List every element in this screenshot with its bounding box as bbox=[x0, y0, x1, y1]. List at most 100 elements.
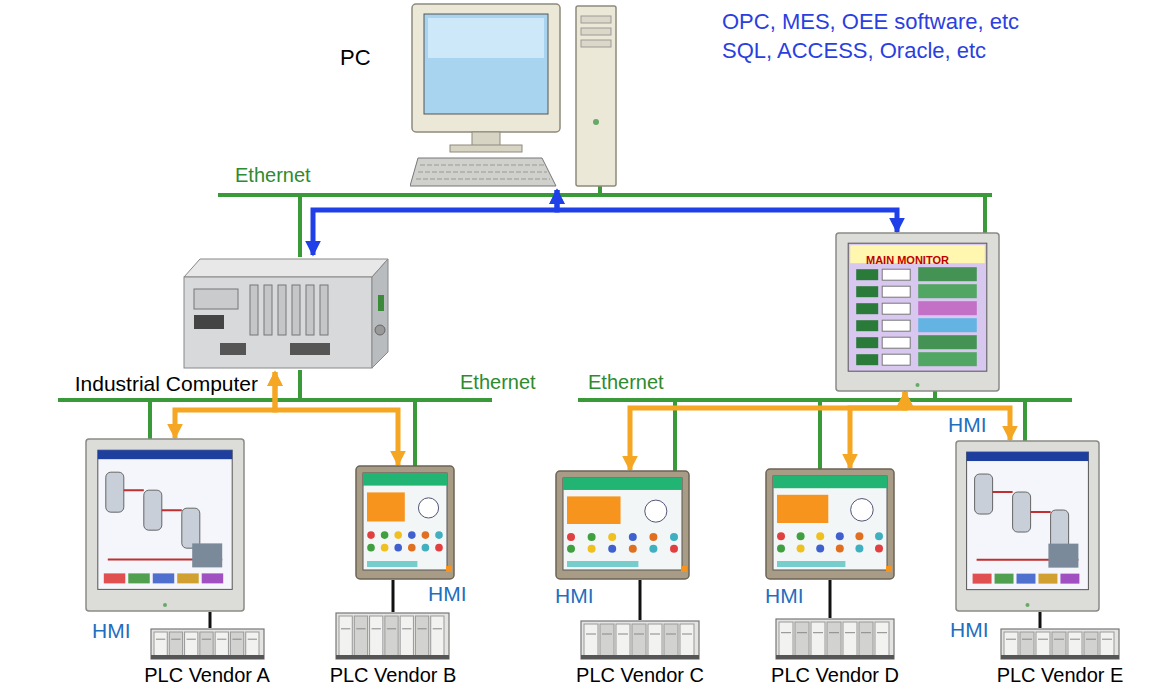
io-module bbox=[827, 622, 841, 656]
rack-rail bbox=[151, 655, 264, 659]
module-line bbox=[666, 634, 676, 635]
cable bbox=[829, 580, 832, 618]
module-line bbox=[845, 632, 855, 633]
cable bbox=[1039, 612, 1042, 628]
key-button bbox=[435, 544, 443, 552]
device-node: HMI bbox=[85, 438, 245, 612]
device-picture bbox=[765, 468, 895, 580]
device-picture bbox=[1000, 628, 1120, 660]
screen-title-bar bbox=[563, 478, 682, 490]
device-node: PLC Vendor E bbox=[1000, 628, 1120, 660]
rack-rail bbox=[776, 655, 894, 659]
module-line bbox=[1086, 639, 1096, 640]
io-module bbox=[230, 632, 243, 656]
module-line bbox=[171, 639, 180, 640]
key-button bbox=[629, 533, 637, 541]
ethernet-drop bbox=[933, 392, 937, 400]
device-label: HMI bbox=[948, 413, 987, 437]
module-line bbox=[217, 639, 226, 640]
key-button bbox=[797, 544, 805, 552]
keyboard bbox=[410, 158, 556, 186]
data-flow-arrow bbox=[275, 372, 398, 465]
io-module bbox=[1084, 632, 1098, 656]
key-button bbox=[394, 544, 402, 552]
module-line bbox=[797, 632, 807, 633]
display-panel bbox=[367, 492, 405, 521]
device-picture bbox=[775, 618, 895, 660]
device-node: HMI bbox=[765, 468, 895, 580]
tank bbox=[182, 508, 200, 548]
key-button bbox=[816, 544, 824, 552]
screen-button bbox=[177, 573, 198, 583]
hmi-screen bbox=[563, 478, 682, 570]
device-node: HMI bbox=[555, 470, 690, 580]
monitor-base bbox=[450, 145, 522, 152]
tower-case bbox=[576, 6, 616, 186]
io-module bbox=[415, 616, 428, 656]
device-picture bbox=[955, 440, 1100, 612]
device-label: Industrial Computer bbox=[75, 372, 258, 396]
key-row bbox=[418, 172, 547, 173]
network-label: Ethernet bbox=[235, 162, 311, 188]
status-block bbox=[918, 301, 977, 315]
status-strip bbox=[367, 561, 417, 567]
data-flow-arrow bbox=[630, 392, 905, 470]
key-button bbox=[670, 545, 678, 553]
key-button bbox=[408, 531, 416, 539]
module-line bbox=[341, 628, 350, 629]
key-button bbox=[422, 531, 430, 539]
port-block bbox=[194, 315, 224, 329]
device-label: HMI bbox=[950, 618, 989, 642]
device-label: HMI bbox=[765, 584, 804, 608]
device-picture bbox=[555, 470, 690, 580]
monitor-screen bbox=[424, 14, 548, 114]
status-field bbox=[882, 303, 910, 314]
status-lamp bbox=[856, 354, 878, 365]
io-module bbox=[215, 632, 228, 656]
data-flow-arrow bbox=[850, 392, 905, 468]
module-line bbox=[187, 639, 196, 640]
plc-rack bbox=[581, 621, 699, 659]
status-strip bbox=[567, 561, 638, 567]
badge bbox=[681, 566, 687, 572]
device-picture bbox=[150, 628, 265, 660]
io-module bbox=[400, 616, 413, 656]
io-module bbox=[648, 624, 662, 656]
hmi-frame bbox=[766, 469, 894, 579]
io-module bbox=[1068, 632, 1082, 656]
key-button bbox=[649, 533, 657, 541]
module-line bbox=[861, 632, 871, 633]
power-led bbox=[916, 383, 920, 387]
key-button bbox=[836, 544, 844, 552]
io-module bbox=[154, 632, 167, 656]
key-button bbox=[608, 545, 616, 553]
key-button bbox=[567, 533, 575, 541]
device-label: HMI bbox=[555, 584, 594, 608]
io-module bbox=[431, 616, 444, 656]
key-button bbox=[567, 545, 575, 553]
device-label: PLC Vendor D bbox=[771, 663, 899, 687]
device-node: HMI bbox=[355, 465, 455, 580]
network-label: Ethernet bbox=[588, 369, 664, 395]
dpad bbox=[418, 498, 438, 518]
io-module bbox=[875, 622, 889, 656]
key-button bbox=[875, 544, 883, 552]
device-label: PLC Vendor A bbox=[144, 663, 270, 687]
power-led bbox=[1026, 603, 1030, 607]
status-lamp bbox=[856, 337, 878, 348]
module-line bbox=[232, 639, 241, 640]
key-button bbox=[422, 544, 430, 552]
connector bbox=[378, 295, 384, 311]
network-label: Ethernet bbox=[460, 369, 536, 395]
screen-button bbox=[104, 573, 125, 583]
io-module bbox=[339, 616, 352, 656]
module-line bbox=[781, 632, 791, 633]
key-button bbox=[816, 532, 824, 540]
key-button bbox=[777, 532, 785, 540]
module-line bbox=[1006, 639, 1016, 640]
key-button bbox=[855, 544, 863, 552]
monitor-neck bbox=[472, 132, 500, 146]
hmi-screen bbox=[773, 476, 887, 570]
screen-button bbox=[1038, 574, 1057, 584]
